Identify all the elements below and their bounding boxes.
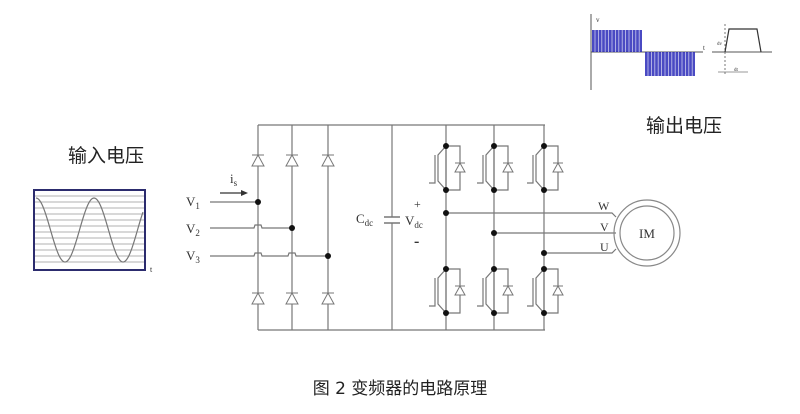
freewheel-diode-icon [454,284,466,296]
output-line [446,212,617,218]
igbt-gate [477,278,484,307]
igbt-gate [477,155,484,184]
freewheel-diode-icon [502,161,514,173]
figure-caption: 图 2 变频器的电路原理 [313,379,488,399]
junction-dot [541,187,547,193]
circuit-wiring [210,124,617,331]
freewheel-diode-icon [502,284,514,296]
junction-dot [289,225,295,231]
output-axis-t-label: t [703,44,705,52]
junction-dot [491,310,497,316]
pulse-dt-label: dt [734,68,739,73]
diode-icon [285,291,299,305]
junction-dot [541,143,547,149]
output-voltage-waveform [590,14,772,90]
junction-dot [491,230,497,236]
output-axis-v-label: v [596,16,600,24]
igbt-icon [485,145,495,191]
junction-dot [255,199,261,205]
input-voltage-label: 输入电压 [68,145,144,167]
igbt-gate [429,155,436,184]
phase-w-label: W [598,199,610,213]
igbt-gate [527,155,534,184]
igbt-gate [429,278,436,307]
motor-label: IM [639,226,655,241]
output-line [544,248,617,254]
pulse-dv-label: dv [717,42,723,47]
igbt-icon [535,268,545,314]
junction-dot [541,250,547,256]
v2-label: V2 [186,221,200,238]
junction-dot [541,310,547,316]
diode-icon [321,291,335,305]
input-line [210,252,328,257]
input-voltage-waveform [33,189,146,271]
v3-label: V3 [186,248,200,265]
vdc-label: Vdc [405,213,423,230]
pwm-positive [592,30,642,52]
vdc-minus-label: - [414,233,419,250]
junction-dot [443,143,449,149]
junction-dot [491,143,497,149]
igbt-icon [485,268,495,314]
input-axis-t-label: t [150,265,153,274]
arrow-head-icon [241,190,248,196]
diode-icon [251,153,265,167]
junction-dot [491,266,497,272]
igbt-gate [527,278,534,307]
freewheel-diode-icon [454,161,466,173]
junction-dot [443,310,449,316]
input-frame [33,189,146,271]
diode-icon [285,153,299,167]
motor-inner-circle [619,205,675,261]
phase-u-label: U [600,240,609,254]
diode-icon [251,291,265,305]
junction-dot [541,266,547,272]
junction-dot [443,187,449,193]
motor-outer-circle [613,199,681,267]
igbt-icon [437,268,447,314]
pwm-negative [645,52,695,76]
sine-wave [35,197,144,263]
junction-dot [325,253,331,259]
freewheel-diode-icon [552,284,564,296]
v1-label: V1 [186,194,200,211]
junction-dot [443,210,449,216]
output-voltage-label: 输出电压 [646,115,722,137]
phase-v-label: V [600,220,609,234]
input-line [210,224,292,229]
cdc-label: Cdc [356,211,373,228]
freewheel-diode-icon [552,161,564,173]
vdc-plus-label: + [414,197,421,211]
igbt-icon [437,145,447,191]
is-label: is [230,171,238,188]
pulse-shape [724,28,762,53]
diode-icon [321,153,335,167]
junction-dot [443,266,449,272]
igbt-icon [535,145,545,191]
junction-dot [491,187,497,193]
